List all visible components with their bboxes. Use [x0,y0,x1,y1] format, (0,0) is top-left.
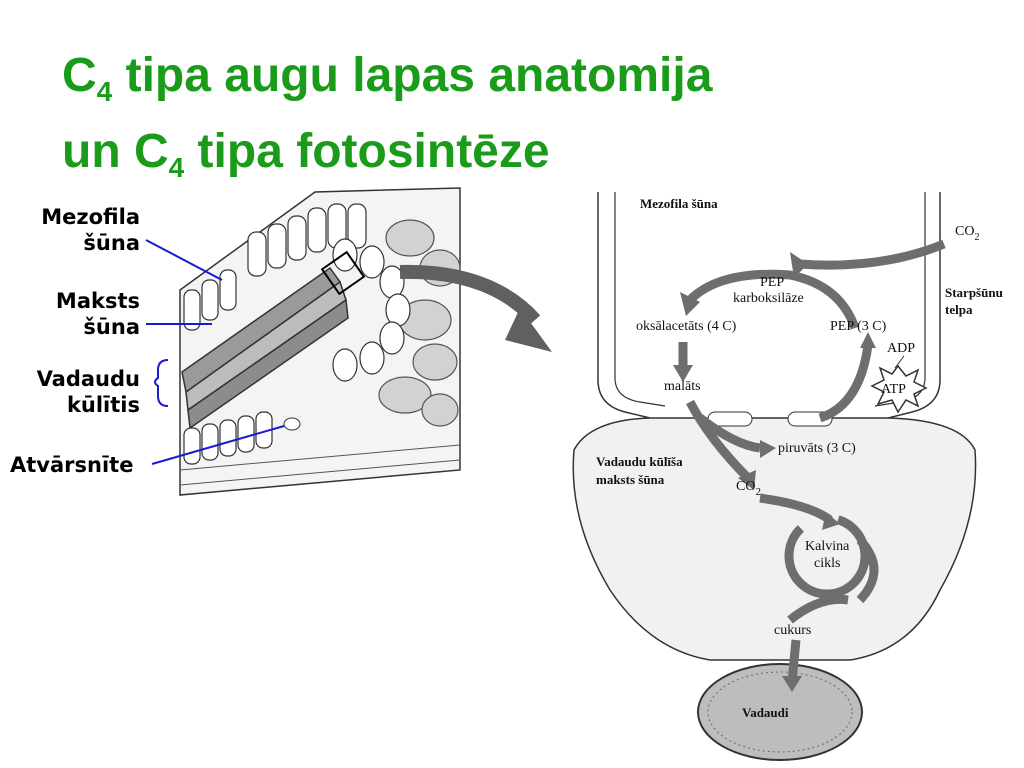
calvin-label-2: cikls [814,556,840,571]
malate-label: malāts [664,379,701,394]
pyruvate-label: piruvāts (3 C) [778,441,856,456]
mesophyll-cell-label: Mezofila šūna [640,196,718,211]
intercellular-label-1: Starpšūnu [945,285,1003,300]
pep-label: PEP (3 C) [830,319,887,334]
c4-pathway-diagram: Mezofila šūna Starpšūnu telpa CO2 PEP ka… [572,192,1003,761]
title-line-1: C4 tipa augu lapas anatomija [62,49,713,107]
adp-label: ADP [887,341,915,356]
atp-label: ATP [881,382,906,397]
sugar-label: cukurs [774,623,811,638]
co2-top: CO2 [955,224,979,243]
pep-carboxylase-2: karboksilāze [733,291,804,306]
title-line-2: un C4 tipa fotosintēze [62,125,550,183]
co2-mid: CO2 [736,479,761,498]
oxaloacetate-label: oksālacetāts (4 C) [636,319,737,334]
slide-title: C4 tipa augu lapas anatomija un C4 tipa … [62,46,712,198]
atp-burst-icon [870,364,928,414]
leaf-anatomy-drawing [179,187,552,496]
pep-carboxylase-1: PEP [760,275,784,290]
label-leader-lines [145,239,285,465]
intercellular-label-2: telpa [945,302,973,317]
label-stoma: Atvārsnīte [10,453,134,477]
sheath-cell-label-2: maksts šūna [596,472,665,487]
calvin-label-1: Kalvina [805,539,850,554]
sheath-cell-label-1: Vadaudu kūlīša [596,454,683,469]
bundle-brace [154,359,169,407]
vascular-label: Vadaudi [742,705,789,720]
